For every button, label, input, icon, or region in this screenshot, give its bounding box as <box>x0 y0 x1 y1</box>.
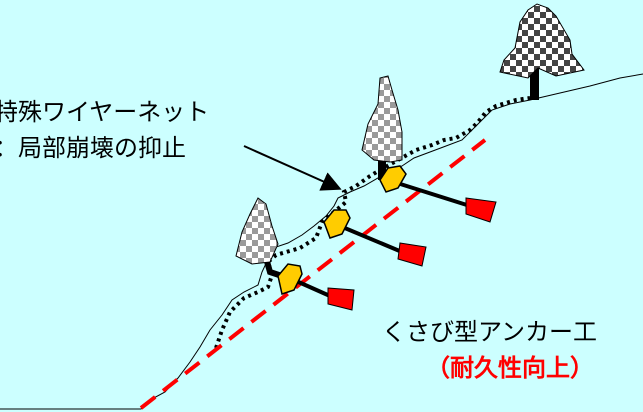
net-label-line2: ：局部崩壊の抑止 <box>0 134 186 162</box>
net-label-line1: 特殊ワイヤーネット <box>0 98 210 126</box>
wedge-anchor-icon <box>323 209 427 267</box>
wire-net-line <box>214 96 531 349</box>
failure-surface-line <box>139 138 487 410</box>
tree-icon <box>361 75 403 180</box>
tree-icon <box>235 197 283 279</box>
anchor-label: くさび型アンカー工 <box>382 318 598 346</box>
tree-icon <box>499 3 585 100</box>
wedge-anchor-icon <box>277 263 355 311</box>
ground-surface-line <box>0 73 643 410</box>
anchor-sub-label: （耐久性向上） <box>426 353 594 382</box>
wedge-anchor-icon <box>379 165 497 223</box>
arrow-icon <box>243 145 342 191</box>
